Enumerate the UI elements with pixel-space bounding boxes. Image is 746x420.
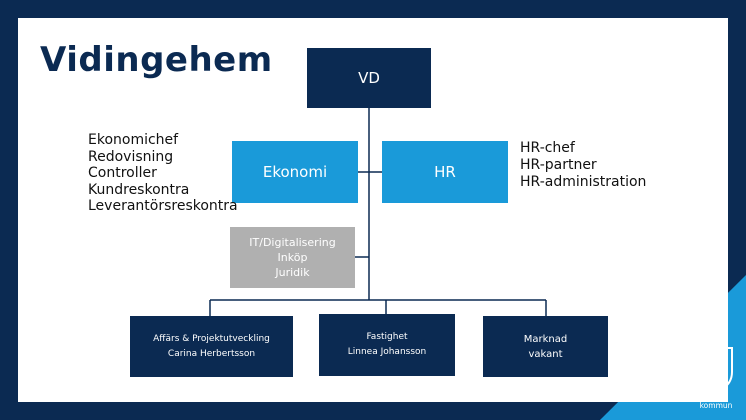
- vaxjo-kommun-logo: Växjö kommun: [694, 342, 738, 410]
- ekonomi-roles-list: Ekonomichef Redovisning Controller Kundr…: [88, 132, 238, 215]
- unit-manager: Linnea Johansson: [347, 347, 427, 357]
- unit-title: Affärs & Projektutveckling: [153, 333, 270, 344]
- hr-roles-list: HR-chef HR-partner HR-administration: [520, 140, 646, 191]
- unit-box-affars[interactable]: Affärs & Projektutveckling Carina Herber…: [130, 316, 293, 377]
- hr-box[interactable]: HR: [382, 141, 508, 203]
- list-item: Kundreskontra: [88, 181, 190, 198]
- list-item: Leverantörsreskontra: [88, 198, 238, 214]
- support-line: Juridik: [275, 266, 310, 279]
- unit-manager: Carina Herbertsson: [167, 348, 256, 359]
- vd-box[interactable]: VD: [307, 48, 431, 108]
- unit-box-fastighet[interactable]: Fastighet Linnea Johansson: [319, 314, 455, 376]
- hr-label: HR: [434, 163, 456, 181]
- logo-text-line1: Växjö: [705, 393, 727, 402]
- list-item: Redovisning: [88, 148, 174, 165]
- list-item: Controller: [88, 165, 157, 181]
- list-item: HR-partner: [520, 157, 597, 173]
- unit-title: Fastighet: [366, 332, 408, 342]
- support-line: Inköp: [277, 251, 308, 264]
- crest-icon: Växjö kommun: [699, 347, 733, 410]
- list-item: HR-chef: [520, 140, 575, 156]
- page-title: Vidingehem: [40, 40, 273, 80]
- ekonomi-label: Ekonomi: [262, 163, 328, 181]
- list-item: HR-administration: [520, 174, 647, 190]
- vd-label: VD: [358, 69, 380, 87]
- unit-manager: vakant: [528, 348, 563, 360]
- logo-text-line2: kommun: [700, 401, 733, 410]
- list-item: Ekonomichef: [88, 132, 179, 148]
- unit-title: Marknad: [523, 333, 568, 345]
- unit-box-marknad[interactable]: Marknad vakant: [483, 316, 608, 377]
- ekonomi-box[interactable]: Ekonomi: [232, 141, 358, 203]
- support-line: IT/Digitalisering: [249, 236, 336, 249]
- support-box[interactable]: IT/Digitalisering Inköp Juridik: [230, 227, 355, 288]
